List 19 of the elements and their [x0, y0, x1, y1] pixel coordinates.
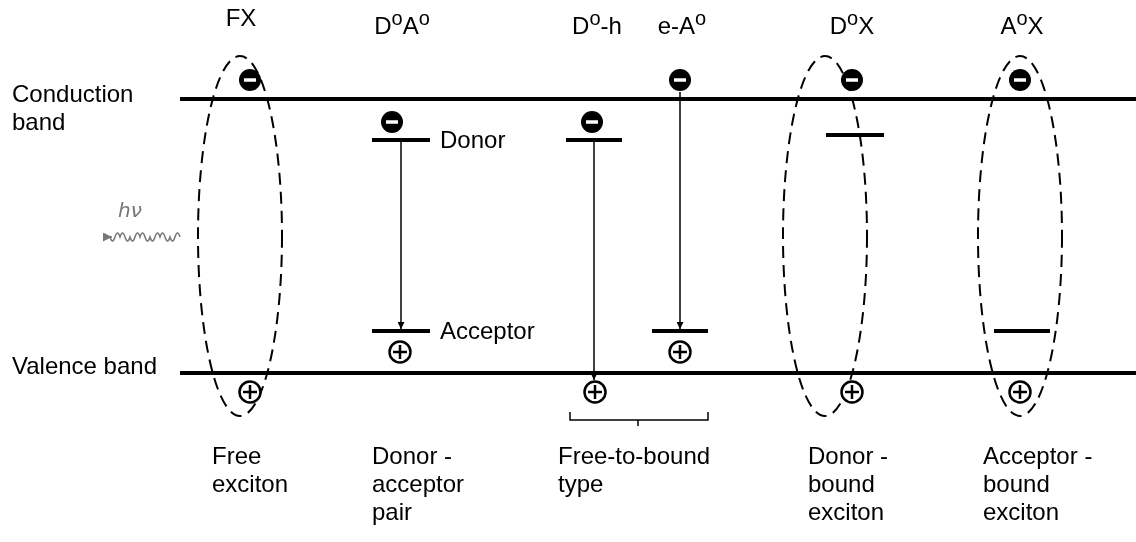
band-label: Valence band	[12, 352, 158, 380]
level-label: Acceptor	[440, 317, 535, 345]
column-heading: D$^{o}$A$^{o}$	[374, 6, 430, 40]
transition-label: Donor -bound exciton	[808, 442, 890, 526]
transition-label: Acceptor -bound exciton	[983, 442, 1094, 526]
column-heading: FX	[225, 4, 257, 32]
band-label: Conduction band	[12, 80, 135, 136]
arrow	[676, 91, 684, 330]
photon-label: hν	[118, 197, 142, 224]
column-heading: D$^{o}$X	[829, 6, 875, 40]
transition-label: Free-to-bound type	[558, 442, 712, 498]
arrow	[590, 141, 598, 381]
transition-label: Free exciton	[212, 442, 290, 498]
column-heading: D$^{o}$-h	[572, 6, 622, 40]
arrow	[397, 141, 405, 330]
transition-label: Donor -acceptor pair	[372, 442, 466, 526]
column-heading: A$^{o}$X	[1000, 6, 1044, 40]
level-label: Donor	[440, 126, 506, 154]
column-heading: e-A$^{o}$	[657, 6, 707, 40]
